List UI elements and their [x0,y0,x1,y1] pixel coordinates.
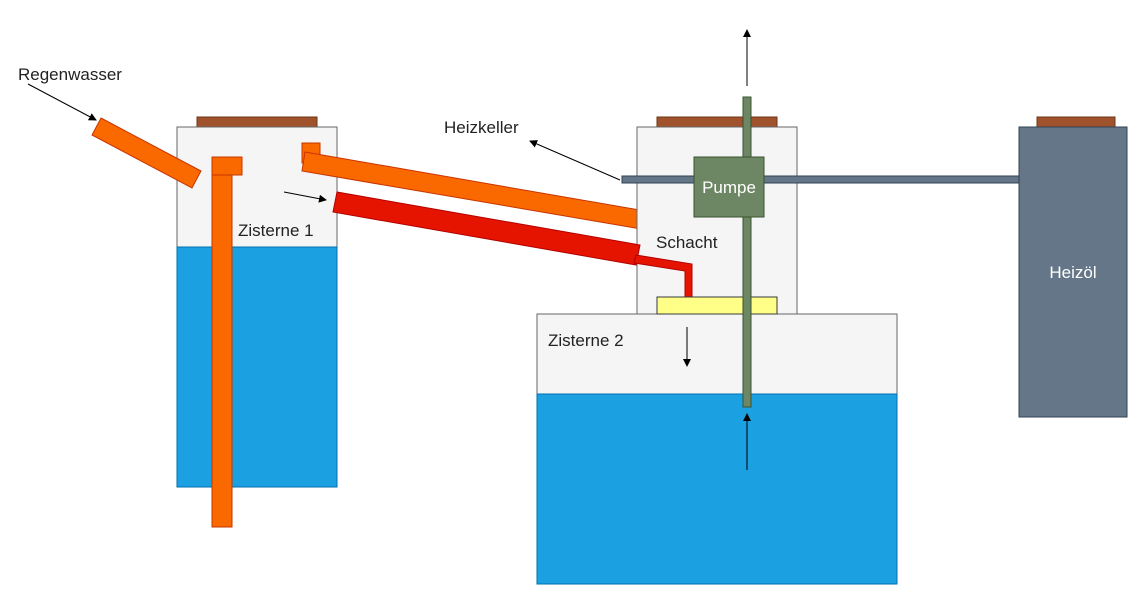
cistern-2-label: Zisterne 2 [548,331,624,350]
heating-cellar-pipe [621,175,1021,184]
heating-cellar-label: Heizkeller [444,118,519,137]
shaft-lid [656,116,778,128]
red-pipe-arrow [283,191,327,203]
pump-label: Pumpe [702,178,756,197]
oil-tank-body [1018,126,1128,418]
cistern-1: Zisterne 1 [176,116,338,488]
cistern-1-pipe-vertical [211,174,233,528]
filter-plate [656,296,778,315]
cistern-1-lid [196,116,318,128]
rainwater-label: Regenwasser [18,65,122,84]
cistern-1-label: Zisterne 1 [238,221,314,240]
shaft: Schacht [636,116,798,316]
cistern-1-water [176,246,338,488]
rainwater-inlet-pipe [91,117,202,189]
oil-tank: Heizöl [1018,116,1128,418]
pump-body [693,156,765,218]
red-pipe-angled [332,191,641,266]
riser-pipe [742,96,752,408]
rainwater-arrow [27,83,97,121]
cistern-1-overflow-pipe [211,156,243,528]
cistern-2-water [536,393,898,585]
oil-tank-lid [1036,116,1116,128]
oil-tank-label: Heizöl [1049,263,1096,282]
shaft-label: Schacht [656,233,718,252]
pump: Pumpe [693,156,765,218]
shaft-body [636,126,798,316]
cistern-1-pipe-cap [211,156,243,176]
heating-cellar-arrow [529,140,621,181]
cistern-2: Zisterne 2 [536,313,898,585]
